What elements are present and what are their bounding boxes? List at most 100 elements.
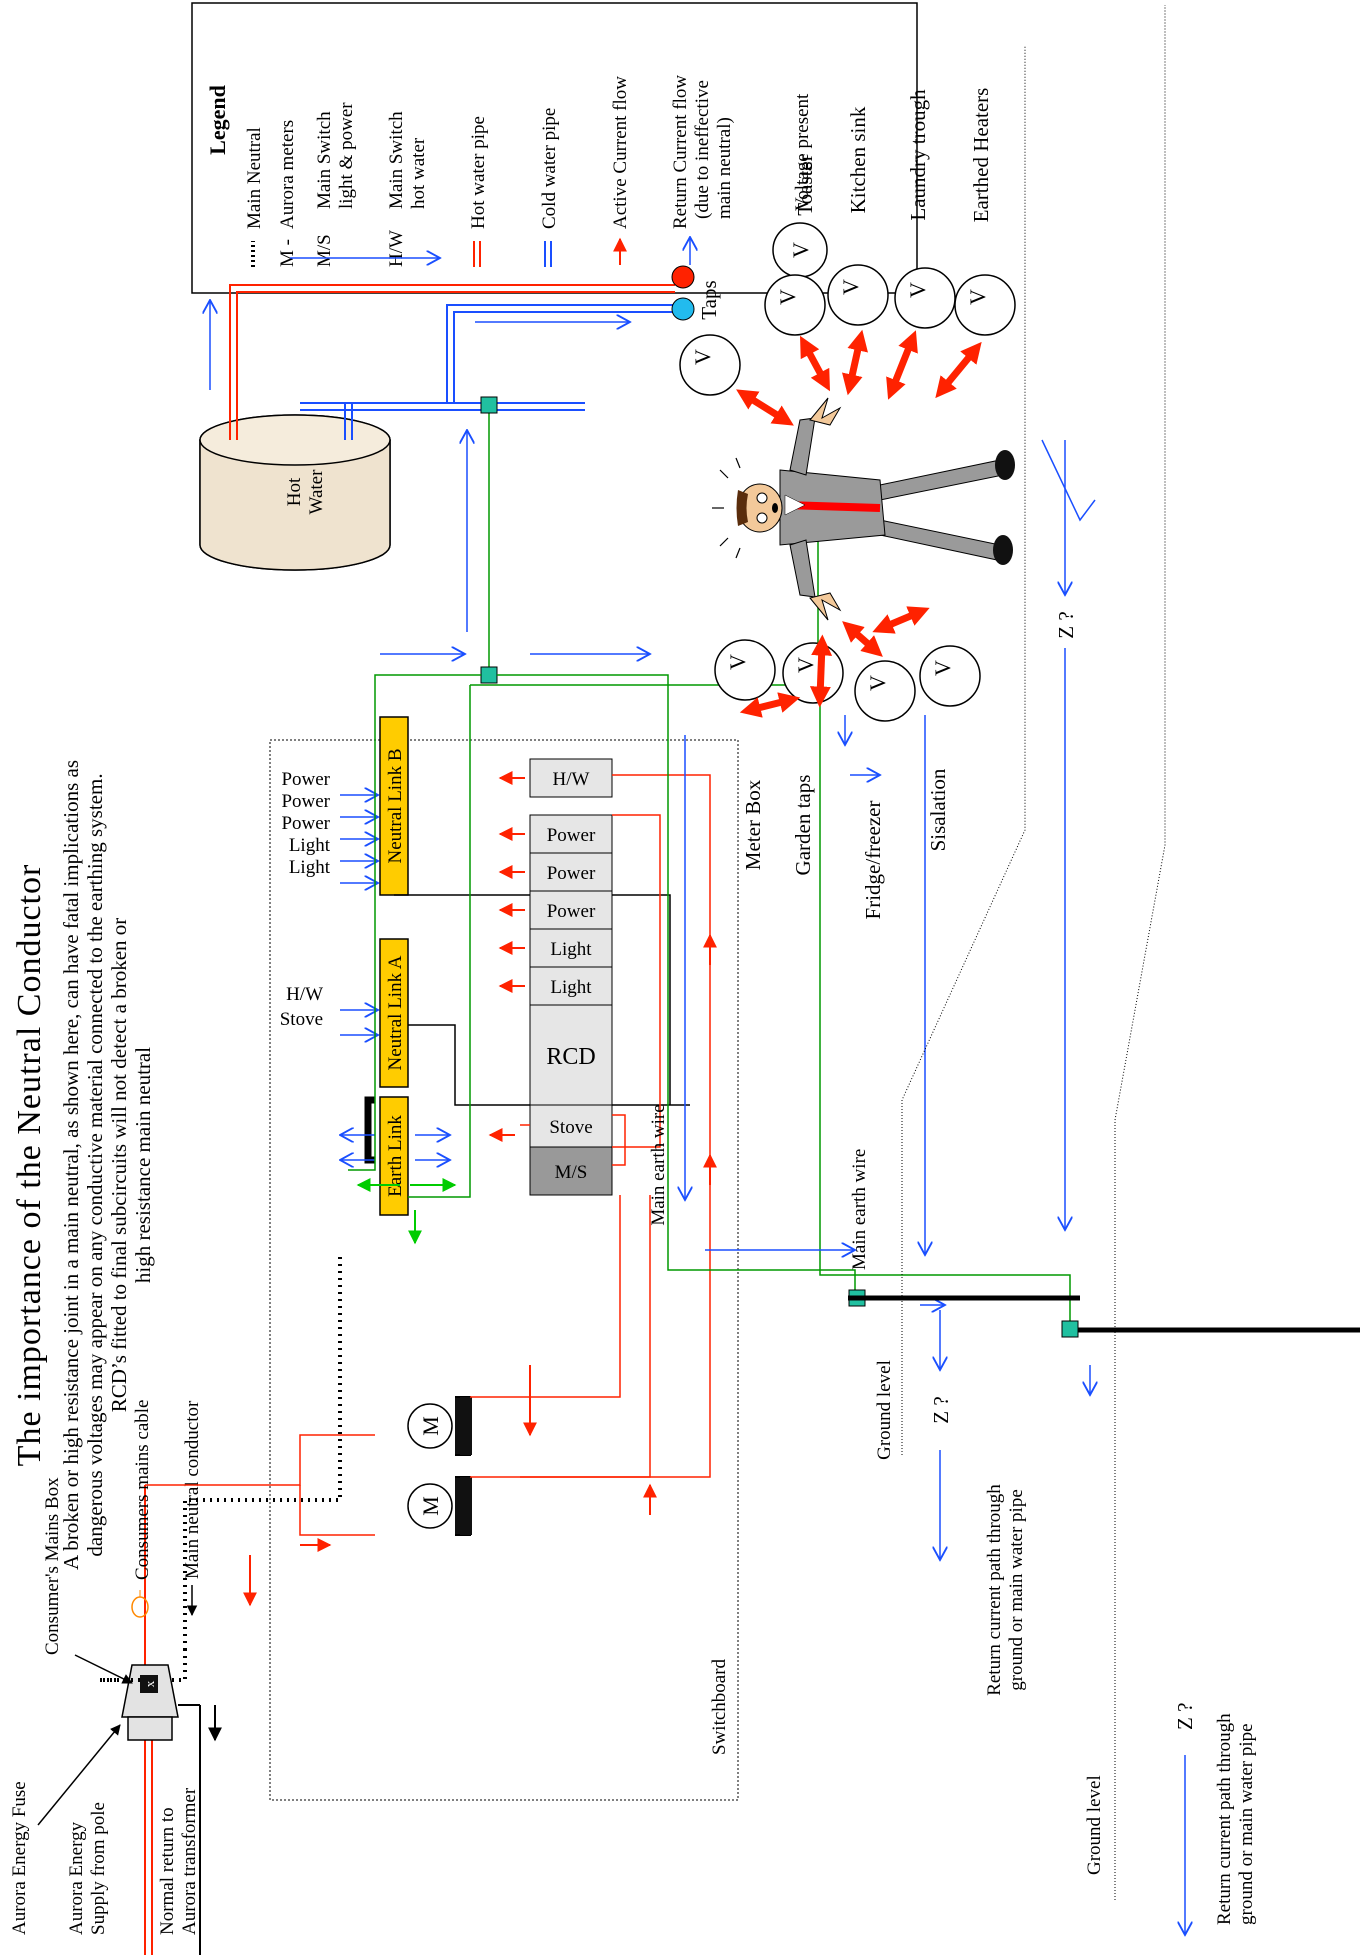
voltage-v-r2: V [838,279,863,295]
breaker-light-2: Light [550,977,592,998]
voltage-circle-l2: V [782,642,844,704]
ground-line [1114,5,1166,1900]
label-neutral-conductor: Main neutral conductor [182,1400,203,1579]
active-wire-rcd-bus [612,814,661,1148]
legend-return-flow-3: main neutral) [714,117,735,219]
legend-v-letter: V [788,242,813,258]
label-ground-level: Ground level [1084,1775,1105,1875]
earth-junction-3 [1061,1320,1079,1338]
nlb-input-1: Power [281,769,330,790]
voltage-circle-r4: V [954,274,1016,336]
label-return-path-2: ground or main water pipe [1236,1723,1257,1925]
pipe-earth-junction [480,666,498,684]
subtitle-line-4: high resistance main neutral [131,1047,155,1283]
return-path-label-2: ground or main water pipe [1006,1489,1027,1691]
breaker-stack: M/S Stove RCD Light Light Power Power Po… [529,758,613,1196]
legend-m-abbr: M - [277,239,298,267]
voltage-v-r0: V [690,349,715,365]
legend-return-flow: Return Current flow [670,75,691,229]
subtitle-line-1: A broken or high resistance joint in a m… [59,760,83,1570]
hazard-arrow-7 [842,329,868,396]
active-wire-hw [520,774,711,1478]
nlb-input-4: Light [289,835,331,856]
legend-ms-text: Main Switch [314,111,335,209]
return-flow-13 [1041,439,1096,522]
supply-area: x Aurora Energy Fuse Aurora Energy Suppl… [9,1400,222,1955]
neutral-link-a [379,938,409,1088]
aurora-fuse-base [127,1716,173,1741]
fuse-leader [37,1724,121,1826]
neutral-into-board [183,1255,342,1650]
return-path-label-1: Return current path through [984,1484,1005,1696]
voltage-circle-r2: V [827,264,889,326]
nlb-input-2: Power [281,791,330,812]
voltage-circle-l3: V [854,660,916,722]
voltage-circle-l4: V [919,645,981,707]
hw-switch-label: H/W [553,769,590,790]
label-z-left: Z ? [1173,1703,1197,1730]
neutral-link-b-label: Neutral Link B [385,748,406,863]
meter-1-label: M [418,1496,443,1516]
hazard-toaster: Toaster [793,154,817,216]
tap-cold[interactable] [671,297,695,321]
rcd-label: RCD [546,1044,595,1070]
hot-water-label-2: Water [306,469,327,515]
legend-hot-water-pipe: Hot water pipe [468,116,489,229]
voltage-v-l3: V [865,675,890,691]
earth-to-switchboard [348,674,481,1171]
switchboard: Switchboard Earth Link Neutral Link A Ne… [145,685,739,1801]
screen-layer: Hot Water Taps Main earth wire [199,45,1096,1696]
legend-ms-abbr: M/S [314,234,335,267]
voltage-circle-l1: V [714,639,776,701]
hazard-fridge: Fridge/freezer [861,801,885,920]
label-mains-box: Consumer's Mains Box [42,1477,63,1655]
label-aurora-fuse: Aurora Energy Fuse [9,1781,30,1935]
legend: Legend Main Neutral M - Aurora meters M/… [191,2,918,294]
hazard-garden-taps: Garden taps [791,775,815,876]
hazard-arrow-9 [935,341,982,399]
legend-hw-text2: hot water [408,137,429,209]
breaker-light-1: Light [550,939,592,960]
earth-to-ground [497,674,856,1292]
label-mains-cable: Consumers mains cable [132,1400,153,1580]
hazard-arrow-8 [886,330,918,400]
nla-input-hw: H/W [286,984,323,1005]
hot-water-label-1: Hot [284,477,305,506]
active-wire-to-meter [299,1485,375,1536]
legend-cold-water-pipe: Cold water pipe [539,108,560,229]
legend-ms-text2: light & power [336,102,357,209]
neutral-wiring-b [394,894,671,1105]
hazard-arrow-4 [872,606,930,634]
label-main-earth-wire-horizontal: Main earth wire [849,1149,870,1270]
mains-box-x: x [142,1680,157,1687]
z-label-right: Z ? [1054,611,1078,638]
legend-active-flow: Active Current flow [610,76,631,229]
hazard-arrow-3 [842,621,883,657]
legend-aurora-meters: Aurora meters [277,120,298,229]
main-switch-label: M/S [555,1162,588,1183]
active-wire-meter1 [470,1195,651,1478]
nlb-input-3: Power [281,813,330,834]
rotated-diagram: The importance of the Neutral Conductor … [9,2,1360,1955]
voltage-circle-r3: V [894,267,956,329]
ground-line-screen [901,45,1026,1455]
hazard-arrow-2 [809,634,833,708]
tap-hot[interactable] [671,265,695,289]
label-normal-return-2: Aurora transformer [179,1787,200,1935]
hazard-kitchen-sink: Kitchen sink [846,106,870,213]
earth-link-label: Earth Link [385,1115,406,1197]
neutral-link-a-label: Neutral Link A [385,955,406,1070]
nlb-input-5: Light [289,857,331,878]
voltage-v-r1: V [775,289,800,305]
hazard-sisalation: Sisalation [926,768,950,851]
breaker-power-1: Power [547,825,596,846]
main-neutral-dotted [172,1650,187,1682]
voltage-v-r3: V [905,282,930,298]
label-return-path-1: Return current path through [1214,1713,1235,1925]
meter-2-label: M [418,1416,443,1436]
earth-green-wire [408,685,471,1198]
active-wire-main [145,1434,375,1486]
stove-label: Stove [549,1117,592,1138]
label-supply-pole-2: Supply from pole [88,1802,109,1935]
